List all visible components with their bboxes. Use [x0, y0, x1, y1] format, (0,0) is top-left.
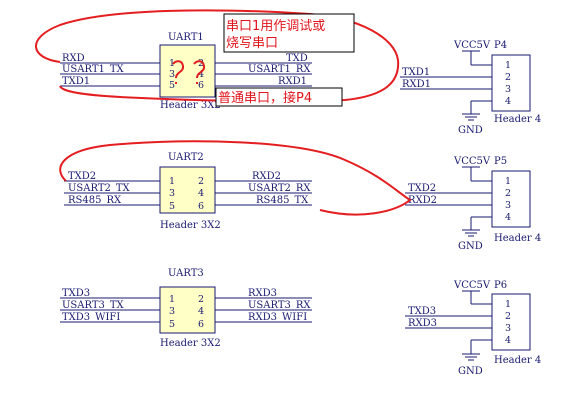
- uart1-title: UART1: [168, 32, 204, 43]
- p6-net-rxd3: RXD3: [408, 318, 437, 329]
- uart3-net-usart3-tx: USART3_TX: [62, 300, 125, 311]
- p6-pin-2: 2: [505, 311, 511, 322]
- p6-pin-4: 4: [505, 335, 511, 346]
- uart1-net-txd: TXD: [286, 53, 308, 64]
- uart1-net-txd1: TXD1: [62, 76, 90, 87]
- note1-line2: 烧写串口: [226, 36, 278, 51]
- p5-ref: P5: [494, 156, 507, 167]
- p6-net-txd3: TXD3: [408, 306, 436, 317]
- uart1-pin-5: 5: [169, 80, 175, 91]
- p4-net-txd1: TXD1: [402, 67, 430, 78]
- uart1-header: UART1 1 3 5 2 4 6 Header 3X2 RXD USART1_…: [60, 32, 312, 111]
- p6-connector: VCC5V P6 1 2 3 4 GND Header 4 TXD3 RXD3: [405, 280, 541, 377]
- uart2-net-rs485-rx: RS485_RX: [68, 195, 122, 206]
- p6-footer: Header 4: [494, 355, 541, 366]
- p4-pin-4: 4: [505, 96, 511, 107]
- uart2-pin-1: 1: [169, 176, 175, 187]
- p4-net-rxd1: RXD1: [402, 79, 431, 90]
- p4-vcc-label: VCC5V: [453, 40, 491, 51]
- uart1-footer: Header 3X2: [160, 100, 221, 111]
- note-box-1: [223, 13, 355, 53]
- p4-footer: Header 4: [494, 114, 541, 125]
- p5-connector: VCC5V P5 1 2 3 4 GND Header 4 TXD2 RXD2: [405, 156, 541, 252]
- p6-vcc-label: VCC5V: [453, 280, 491, 291]
- uart2-pin-5: 5: [169, 201, 175, 212]
- uart2-pin-2: 2: [198, 176, 204, 187]
- note1-line1: 串口1用作调试或: [226, 19, 325, 34]
- uart2-footer: Header 3X2: [160, 220, 221, 231]
- p5-vcc-label: VCC5V: [453, 156, 491, 167]
- p4-pin-3: 3: [505, 84, 511, 95]
- uart1-net-rxd: RXD: [62, 53, 85, 64]
- red-annotations: 串口1用作调试或 烧写串口 普通串口，接P4: [35, 9, 412, 216]
- uart3-title: UART3: [168, 268, 204, 279]
- p5-gnd-label: GND: [458, 241, 483, 252]
- p5-net-txd2: TXD2: [408, 183, 436, 194]
- uart3-net-rxd3-wifi: RXD3_WIFI: [248, 312, 307, 323]
- uart3-footer: Header 3X2: [160, 338, 221, 349]
- p4-gnd-label: GND: [458, 125, 483, 136]
- uart2-pin-6: 6: [198, 201, 204, 212]
- uart1-pin-1: 1: [169, 58, 175, 69]
- p5-pin-1: 1: [505, 176, 511, 187]
- uart3-header: UART3 1 3 5 2 4 6 Header 3X2 TXD3 USART3…: [60, 268, 312, 349]
- uart3-net-usart3-rx: USART3_RX: [248, 300, 311, 311]
- uart1-pin-4: 4: [198, 69, 204, 80]
- uart2-net-txd2: TXD2: [68, 171, 96, 182]
- p5-pin-2: 2: [505, 188, 511, 199]
- uart1-net-rxd1: RXD1: [278, 76, 307, 87]
- p4-connector: VCC5V P4 1 2 3 4 GND Header 4 TXD1 RXD1: [400, 40, 541, 136]
- uart3-pin-1: 1: [169, 294, 175, 305]
- uart3-net-txd3: TXD3: [62, 288, 90, 299]
- uart1-body: [159, 44, 216, 98]
- p6-pin-3: 3: [505, 323, 511, 334]
- p6-ref: P6: [494, 280, 507, 291]
- p4-pin-1: 1: [505, 60, 511, 71]
- uart1-pin-2: 2: [198, 58, 204, 69]
- uart2-loop-annotation: [59, 140, 412, 216]
- uart2-header: UART2 1 3 5 2 4 6 Header 3X2 TXD2 USART2…: [64, 152, 312, 231]
- uart2-net-rxd2: RXD2: [252, 171, 281, 182]
- uart3-pin-2: 2: [198, 294, 204, 305]
- uart2-pin-3: 3: [169, 188, 175, 199]
- uart2-net-usart2-rx: USART2_RX: [248, 183, 311, 194]
- uart2-net-rs485-tx: RS485_TX: [256, 195, 309, 206]
- uart1-pin-3: 3: [169, 69, 175, 80]
- uart2-body: [159, 166, 216, 214]
- uart1-net-usart1-tx: USART1_TX: [62, 64, 125, 75]
- uart3-pin-3: 3: [169, 306, 175, 317]
- uart1-pin-6: 6: [198, 80, 204, 91]
- uart2-net-usart2-tx: USART2_TX: [68, 183, 131, 194]
- p5-pin-4: 4: [505, 212, 511, 223]
- p5-footer: Header 4: [494, 233, 541, 244]
- uart2-pin-4: 4: [198, 188, 204, 199]
- uart2-title: UART2: [168, 152, 204, 163]
- note-box-2: [215, 87, 343, 107]
- uart3-pin-4: 4: [198, 306, 204, 317]
- p6-gnd-label: GND: [458, 366, 483, 377]
- uart1-loop-annotation: [35, 9, 400, 103]
- uart3-net-txd3-wifi: TXD3_WIFI: [62, 312, 120, 323]
- p4-ref: P4: [494, 40, 507, 51]
- uart3-pin-5: 5: [169, 319, 175, 330]
- uart1-net-usart1-rx: USART1_RX: [248, 64, 311, 75]
- p5-net-rxd2: RXD2: [408, 195, 437, 206]
- p4-pin-2: 2: [505, 72, 511, 83]
- uart3-pin-6: 6: [198, 319, 204, 330]
- p5-pin-3: 3: [505, 200, 511, 211]
- uart3-net-rxd3: RXD3: [248, 288, 277, 299]
- p6-pin-1: 1: [505, 299, 511, 310]
- note2-text: 普通串口，接P4: [218, 90, 312, 106]
